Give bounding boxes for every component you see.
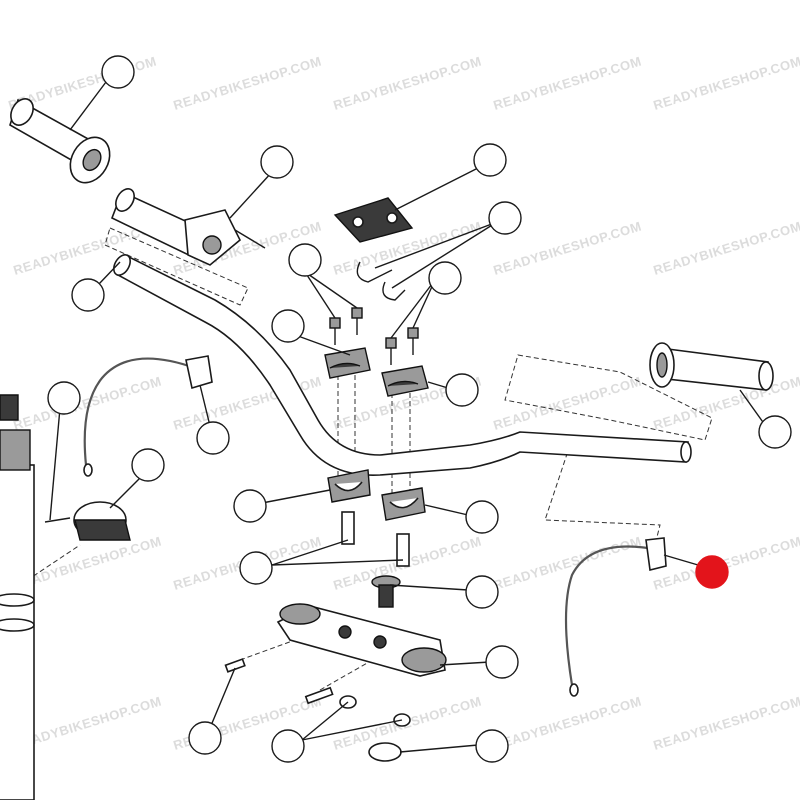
left-switch-clamp: [44, 501, 131, 541]
callout-2[interactable]: [260, 145, 294, 179]
center-bolt: [371, 575, 401, 608]
callout-20[interactable]: [271, 729, 305, 763]
watermark: READYBIKESHOP.COM: [331, 53, 483, 112]
callout-7[interactable]: [428, 261, 462, 295]
watermark: READYBIKESHOP.COM: [651, 218, 800, 277]
callouts: [47, 55, 792, 763]
watermark: READYBIKESHOP.COM: [651, 693, 800, 752]
callout-11[interactable]: [196, 421, 230, 455]
watermark: READYBIKESHOP.COM: [171, 53, 323, 112]
handlebar: [113, 253, 692, 476]
callout-16[interactable]: [239, 551, 273, 585]
cable-clips: [356, 261, 406, 301]
right-cable: [564, 537, 667, 697]
callout-10[interactable]: [758, 415, 792, 449]
watermark: READYBIKESHOP.COM: [11, 373, 163, 432]
leader-lines: [49, 81, 766, 753]
right-grip: [649, 342, 774, 391]
watermark: READYBIKESHOP.COM: [491, 53, 643, 112]
fork-tube: [0, 394, 35, 800]
watermark: READYBIKESHOP.COM: [491, 533, 643, 592]
watermark: READYBIKESHOP.COM: [651, 53, 800, 112]
callout-8[interactable]: [271, 309, 305, 343]
callout-15[interactable]: [465, 500, 499, 534]
callout-5[interactable]: [488, 201, 522, 235]
callout-12[interactable]: [47, 381, 81, 415]
clamp-bolts: [329, 307, 419, 365]
callout-21[interactable]: [475, 729, 509, 763]
callout-17[interactable]: [465, 575, 499, 609]
callout-6[interactable]: [288, 243, 322, 277]
left-cable: [83, 355, 213, 477]
lower-clamps: [327, 469, 426, 521]
watermark: READYBIKESHOP.COM: [491, 373, 643, 432]
throttle-assembly: [110, 188, 266, 266]
callout-13[interactable]: [131, 448, 165, 482]
upper-clamps: [324, 347, 429, 397]
small-hardware: [224, 658, 411, 762]
triple-clamp: [276, 603, 447, 677]
callout-18[interactable]: [485, 645, 519, 679]
dowel-pins: [341, 511, 410, 567]
callout-1[interactable]: [101, 55, 135, 89]
callout-22-active[interactable]: [695, 555, 729, 589]
left-grip: [9, 98, 111, 184]
watermark: READYBIKESHOP.COM: [491, 693, 643, 752]
callout-4[interactable]: [473, 143, 507, 177]
callout-9[interactable]: [445, 373, 479, 407]
top-clamp-plate: [333, 197, 414, 243]
callout-19[interactable]: [188, 721, 222, 755]
callout-3[interactable]: [71, 278, 105, 312]
callout-14[interactable]: [233, 489, 267, 523]
